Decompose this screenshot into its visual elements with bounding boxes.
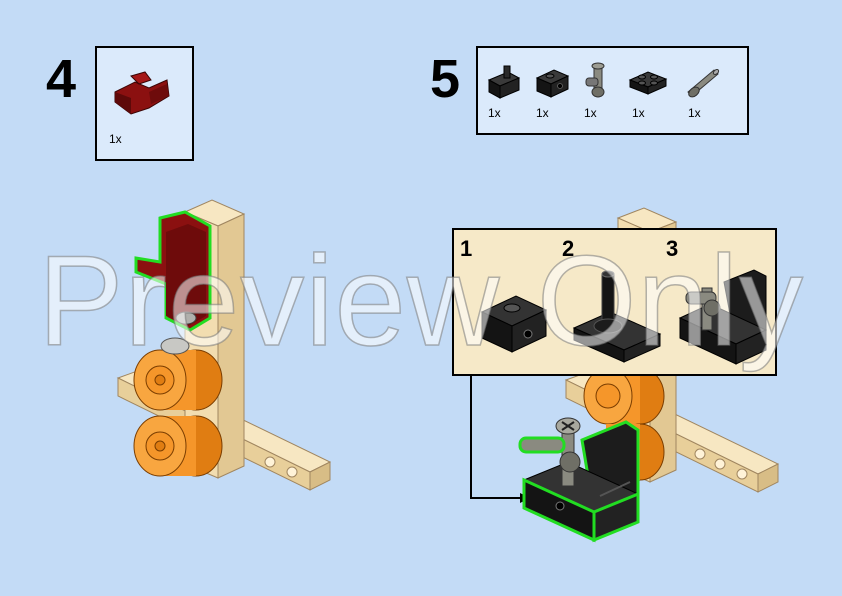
step-4-parts-list: 1x <box>95 46 194 161</box>
substep-3-combined <box>678 269 768 365</box>
part-qty: 1x <box>584 106 597 120</box>
step-5-number: 5 <box>430 49 461 109</box>
substep-1-number: 1 <box>460 236 473 261</box>
step-4-number: 4 <box>46 49 77 109</box>
gray-axle-pin-icon <box>684 64 724 105</box>
substep-3-number: 3 <box>666 236 679 261</box>
dark-red-bracket-icon <box>109 68 171 123</box>
substep-1-brick <box>480 295 548 353</box>
orange-wheel-upper <box>133 349 223 411</box>
step-5-substeps-panel: 1 2 3 <box>452 228 777 376</box>
black-plate-icon <box>628 66 668 103</box>
substep-illustrations <box>480 269 768 365</box>
substep-2-plate-axle <box>572 270 662 363</box>
part-qty: 1x <box>488 106 501 120</box>
substep-2-number: 2 <box>562 236 575 261</box>
gray-axle-connector-icon <box>582 62 614 107</box>
orange-wheel-lower <box>133 415 223 477</box>
black-brick-hole-icon <box>534 64 570 105</box>
part-qty: 1x <box>109 132 122 146</box>
black-bracket-icon <box>486 64 522 105</box>
part-qty: 1x <box>632 106 645 120</box>
part-qty: 1x <box>536 106 549 120</box>
part-qty: 1x <box>688 106 701 120</box>
black-sub-assembly <box>518 417 640 543</box>
step-5-parts-list: 1x 1x 1x 1x <box>476 46 749 135</box>
